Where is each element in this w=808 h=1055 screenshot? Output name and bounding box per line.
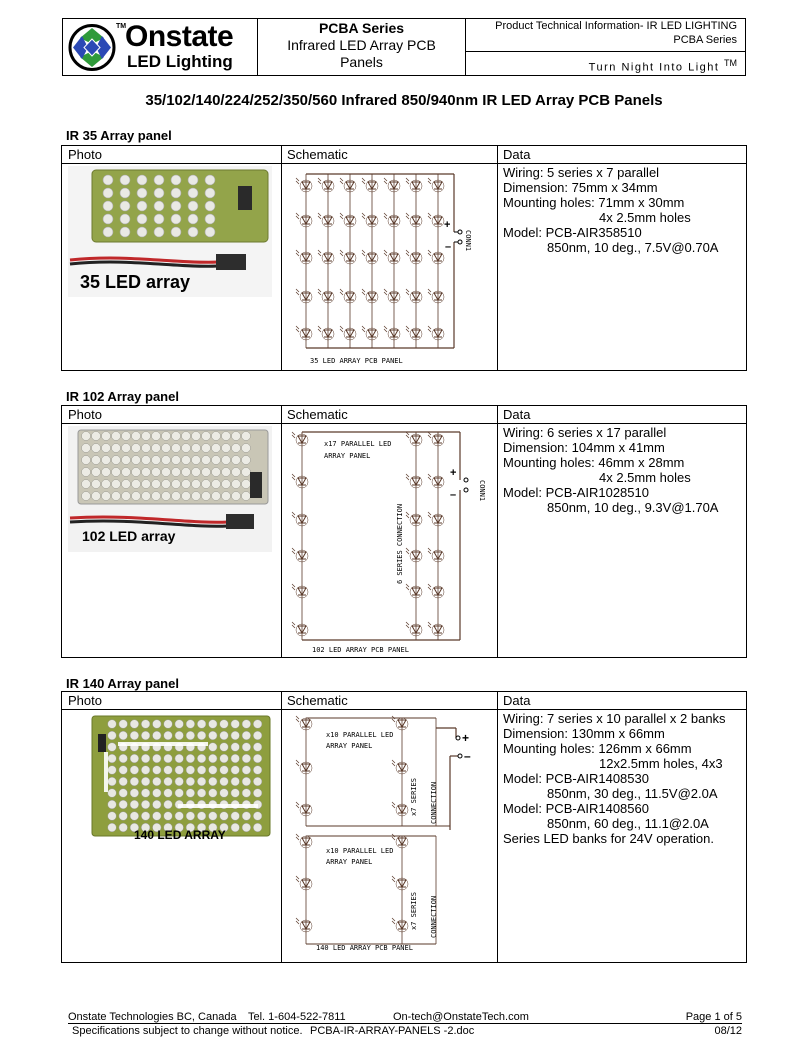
series-title: PCBA Series bbox=[318, 20, 405, 36]
section-title-ir102: IR 102 Array panel bbox=[66, 389, 179, 404]
data-line: Model: PCB-AIR1408560 bbox=[503, 801, 649, 816]
schematic-35-led: + – 35 LED ARRAY PCB PANEL CONN1 bbox=[286, 166, 492, 370]
tagline-tm: TM bbox=[724, 58, 737, 68]
column-header-photo: Photo bbox=[68, 147, 102, 162]
schematic-note-140-bottom-line-2: ARRAY PANEL bbox=[326, 858, 373, 866]
photo-label-140: 140 LED ARRAY bbox=[134, 828, 226, 842]
photo-140-led-array: 140 LED ARRAY bbox=[68, 712, 272, 843]
data-line: 850nm, 10 deg., 7.5V@0.70A bbox=[547, 240, 719, 255]
svg-text:+: + bbox=[462, 731, 469, 745]
tagline: Turn Night Into Light TM bbox=[589, 58, 737, 74]
schematic-102-led: + – x17 PARALLEL LED ARRAY PANEL 6 SERIES… bbox=[286, 426, 492, 657]
schematic-connection-140-bottom: CONNECTION bbox=[430, 895, 438, 938]
data-block-35: Wiring: 5 series x 7 parallel Dimension:… bbox=[503, 165, 718, 255]
photo-102-led-array: 102 LED array bbox=[68, 426, 272, 552]
schematic-note-140-top-line-1: x10 PARALLEL LED bbox=[326, 731, 394, 739]
svg-text:–: – bbox=[445, 241, 451, 253]
series-block: PCBA Series Infrared LED Array PCB Panel… bbox=[258, 19, 466, 75]
footer-rule bbox=[68, 1023, 742, 1024]
section-title-ir35: IR 35 Array panel bbox=[66, 128, 172, 143]
schematic-series-102: 6 SERIES CONNECTION bbox=[396, 503, 404, 584]
schematic-note-102-line-2: ARRAY PANEL bbox=[324, 452, 371, 460]
data-line: Wiring: 7 series x 10 parallel x 2 banks bbox=[503, 711, 726, 726]
schematic-note-102-line-1: x17 PARALLEL LED bbox=[324, 440, 392, 448]
svg-text:+: + bbox=[450, 467, 456, 479]
column-header-schematic: Schematic bbox=[287, 407, 348, 422]
logo-block: TM Onstate LED Lighting bbox=[63, 19, 258, 75]
schematic-caption-140: 140 LED ARRAY PCB PANEL bbox=[316, 944, 413, 952]
info-line-2: PCBA Series bbox=[673, 34, 737, 46]
footer-notice: Specifications subject to change without… bbox=[72, 1025, 303, 1037]
table-ir35: Photo Schematic Data 35 LED array + – 35 … bbox=[61, 145, 747, 371]
schematic-note-140-top-line-2: ARRAY PANEL bbox=[326, 742, 373, 750]
data-line: 850nm, 30 deg., 11.5V@2.0A bbox=[547, 786, 718, 801]
column-header-schematic: Schematic bbox=[287, 693, 348, 708]
data-line: Mounting holes: 71mm x 30mm bbox=[503, 195, 685, 210]
data-line: Dimension: 75mm x 34mm bbox=[503, 180, 658, 195]
svg-text:–: – bbox=[464, 749, 471, 763]
data-line: Wiring: 6 series x 17 parallel bbox=[503, 425, 667, 440]
data-line: Dimension: 104mm x 41mm bbox=[503, 440, 665, 455]
footer-email[interactable]: On-tech@OnstateTech.com bbox=[393, 1011, 529, 1023]
brand-subtitle: LED Lighting bbox=[127, 52, 233, 71]
schematic-conn-35: CONN1 bbox=[464, 230, 472, 252]
data-line: 850nm, 10 deg., 9.3V@1.70A bbox=[547, 500, 719, 515]
photo-label-102: 102 LED array bbox=[82, 528, 176, 544]
schematic-140-led: + – x10 PARALLEL LED ARRAY PANEL x10 PARA… bbox=[286, 712, 492, 962]
column-header-data: Data bbox=[503, 147, 531, 162]
svg-text:–: – bbox=[450, 489, 456, 501]
tagline-text: Turn Night Into Light bbox=[588, 61, 720, 74]
footer-page-number: Page 1 of 5 bbox=[685, 1011, 742, 1023]
onstate-logo-icon bbox=[68, 24, 116, 71]
data-line: 850nm, 60 deg., 11.1@2.0A bbox=[547, 816, 709, 831]
schematic-caption-102: 102 LED ARRAY PCB PANEL bbox=[312, 646, 409, 654]
data-line: Series LED banks for 24V operation. bbox=[503, 831, 715, 846]
trademark-mark: TM bbox=[116, 23, 127, 30]
document-header: TM Onstate LED Lighting PCBA Series Infr… bbox=[62, 18, 746, 76]
schematic-series-140-bottom: x7 SERIES bbox=[410, 892, 418, 930]
data-line: 4x 2.5mm holes bbox=[599, 470, 691, 485]
info-block: Product Technical Information- IR LED LI… bbox=[466, 19, 745, 75]
data-line: 12x2.5mm holes, 4x3 bbox=[599, 756, 723, 771]
schematic-series-140-top: x7 SERIES bbox=[410, 778, 418, 816]
schematic-conn-102: CONN1 bbox=[478, 480, 486, 502]
column-header-photo: Photo bbox=[68, 693, 102, 708]
photo-label-35: 35 LED array bbox=[80, 272, 191, 292]
brand-name: Onstate bbox=[125, 20, 234, 53]
data-block-140: Wiring: 7 series x 10 parallel x 2 banks… bbox=[503, 711, 726, 846]
info-line-1: Product Technical Information- IR LED LI… bbox=[495, 20, 737, 32]
section-title-ir140: IR 140 Array panel bbox=[66, 676, 179, 691]
data-line: Model: PCB-AIR358510 bbox=[503, 225, 642, 240]
data-line: Model: PCB-AIR1028510 bbox=[503, 485, 649, 500]
footer-company: Onstate Technologies BC, Canada bbox=[68, 1011, 237, 1023]
data-line: Mounting holes: 46mm x 28mm bbox=[503, 455, 685, 470]
svg-text:+: + bbox=[444, 219, 450, 231]
data-line: Dimension: 130mm x 66mm bbox=[503, 726, 665, 741]
info-divider bbox=[466, 51, 745, 52]
schematic-note-140-bottom-line-1: x10 PARALLEL LED bbox=[326, 847, 394, 855]
column-header-data: Data bbox=[503, 407, 531, 422]
data-line: Wiring: 5 series x 7 parallel bbox=[503, 165, 660, 180]
photo-35-led-array: 35 LED array bbox=[68, 166, 272, 297]
footer-date: 08/12 bbox=[714, 1025, 742, 1037]
data-line: Mounting holes: 126mm x 66mm bbox=[503, 741, 692, 756]
footer-doc-name: PCBA-IR-ARRAY-PANELS -2.doc bbox=[310, 1025, 475, 1037]
schematic-caption-35: 35 LED ARRAY PCB PANEL bbox=[310, 357, 403, 365]
table-ir140: Photo Schematic Data 140 LED ARRAY + – x1… bbox=[61, 691, 747, 963]
column-header-photo: Photo bbox=[68, 407, 102, 422]
data-line: 4x 2.5mm holes bbox=[599, 210, 691, 225]
column-header-schematic: Schematic bbox=[287, 147, 348, 162]
page-title: 35/102/140/224/252/350/560 Infrared 850/… bbox=[145, 92, 663, 109]
series-subtitle-line-2: Panels bbox=[340, 54, 383, 70]
series-subtitle-line-1: Infrared LED Array PCB bbox=[287, 37, 436, 53]
schematic-connection-140-top: CONNECTION bbox=[430, 781, 438, 824]
table-ir102: Photo Schematic Data 102 LED array + – x1… bbox=[61, 405, 747, 658]
data-block-102: Wiring: 6 series x 17 parallel Dimension… bbox=[503, 425, 718, 515]
data-line: Model: PCB-AIR1408530 bbox=[503, 771, 649, 786]
footer-tel: Tel. 1-604-522-7811 bbox=[248, 1011, 346, 1023]
column-header-data: Data bbox=[503, 693, 531, 708]
